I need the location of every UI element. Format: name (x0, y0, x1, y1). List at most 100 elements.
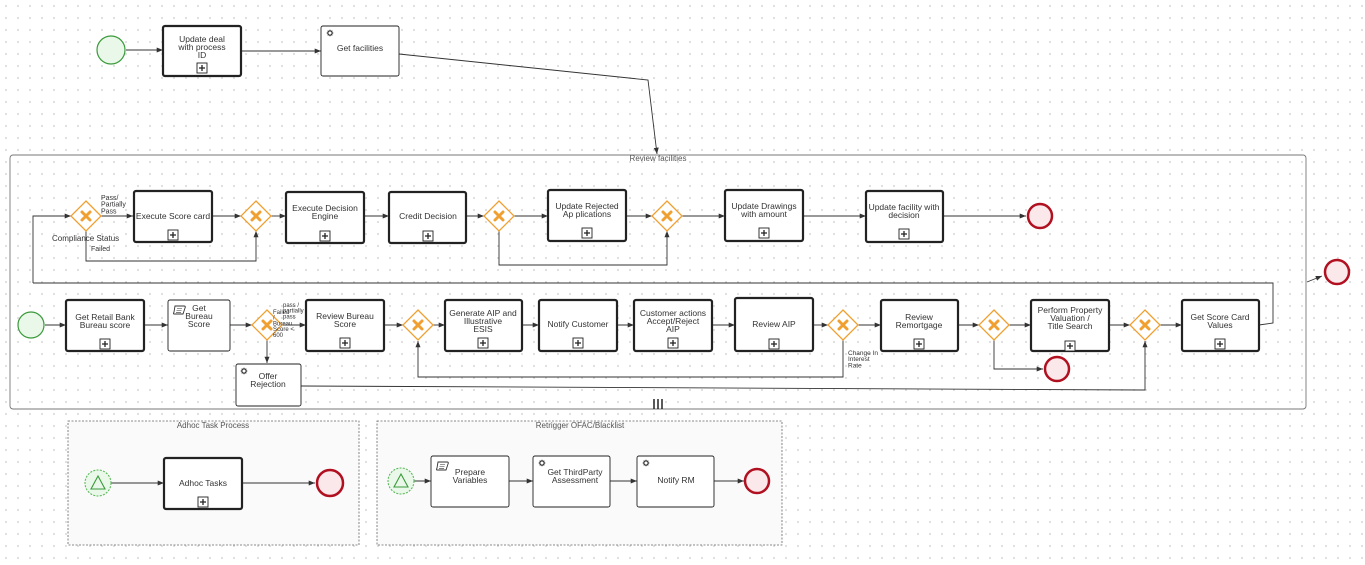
retrigger-start-event[interactable] (387, 467, 415, 495)
adhoc-end-event[interactable] (315, 468, 345, 498)
start-event[interactable] (96, 35, 126, 65)
plus-icon (197, 496, 209, 508)
compliance-gateway[interactable] (70, 200, 102, 232)
review-aip-gateway[interactable] (827, 309, 859, 341)
remortgage-gateway[interactable] (978, 309, 1010, 341)
exclusive-x-icon (661, 210, 673, 222)
plus-icon (422, 230, 434, 242)
execute-score-label: Execute Score card (136, 211, 210, 221)
plus-icon (898, 228, 910, 240)
review-aip-label: Review AIP (752, 319, 796, 329)
credit-decision-gateway[interactable] (483, 200, 515, 232)
exclusive-x-icon (493, 210, 505, 222)
triangle-icon (393, 472, 409, 488)
plus-icon (319, 230, 331, 242)
exclusive-x-icon (988, 319, 1000, 331)
script-icon (436, 461, 449, 471)
adhoc-title: Adhoc Task Process (177, 421, 249, 430)
notify-rm-label: Notify RM (657, 475, 694, 485)
exclusive-x-icon (250, 210, 262, 222)
notify-rm-task[interactable]: Notify RM (636, 455, 715, 508)
outer-end-event[interactable] (1323, 258, 1351, 286)
plus-icon (1064, 340, 1076, 352)
adhoc-tasks-label: Adhoc Tasks (179, 478, 227, 488)
notify-customer-label: Notify Customer (548, 319, 609, 329)
execute-score-card-subprocess[interactable]: Execute Score card (132, 189, 214, 244)
get-facilities-label: Get facilities (337, 43, 383, 53)
sequence-flows (32, 47, 1323, 486)
plus-icon (1214, 338, 1226, 350)
triangle-icon (90, 474, 106, 490)
plus-icon (581, 227, 593, 239)
plus-icon (758, 227, 770, 239)
credit-decision-subprocess[interactable]: Credit Decision (387, 190, 468, 245)
adhoc-tasks-subprocess[interactable]: Adhoc Tasks (162, 456, 244, 511)
plus-icon (667, 337, 679, 349)
retrigger-title: Retrigger OFAC/Blacklist (536, 421, 625, 430)
get-facilities-task[interactable]: Get facilities (320, 25, 400, 77)
exclusive-x-icon (80, 210, 92, 222)
rejected-merge-gateway[interactable] (651, 200, 683, 232)
notify-customer-subprocess[interactable]: Notify Customer (537, 298, 619, 353)
retrigger-end-event[interactable] (743, 467, 771, 495)
review-facilities-title: Review facilities (630, 154, 687, 163)
plus-icon (167, 229, 179, 241)
exclusive-x-icon (412, 319, 424, 331)
review-bureau-gateway[interactable] (402, 309, 434, 341)
row2-end-event[interactable] (1043, 355, 1071, 383)
bureau-gateway[interactable] (251, 309, 283, 341)
score-merge-gateway[interactable] (240, 200, 272, 232)
credit-decision-label: Credit Decision (399, 211, 457, 221)
plus-icon (339, 337, 351, 349)
inner-start-event[interactable] (17, 311, 45, 339)
failed-flow-label: Failed (91, 246, 110, 253)
plus-icon (196, 62, 208, 74)
review-aip-subprocess[interactable]: Review AIP (733, 296, 815, 353)
parallel-bars-icon (653, 399, 663, 409)
exclusive-x-icon (837, 319, 849, 331)
exclusive-x-icon (1139, 319, 1151, 331)
plus-icon (99, 338, 111, 350)
adhoc-start-event[interactable] (84, 469, 112, 497)
plus-icon (572, 337, 584, 349)
compliance-status-label: Compliance Status (52, 234, 119, 243)
plus-icon (768, 338, 780, 350)
row1-end-event[interactable] (1026, 202, 1054, 230)
plus-icon (913, 338, 925, 350)
exclusive-x-icon (261, 319, 273, 331)
property-merge-gateway[interactable] (1129, 309, 1161, 341)
